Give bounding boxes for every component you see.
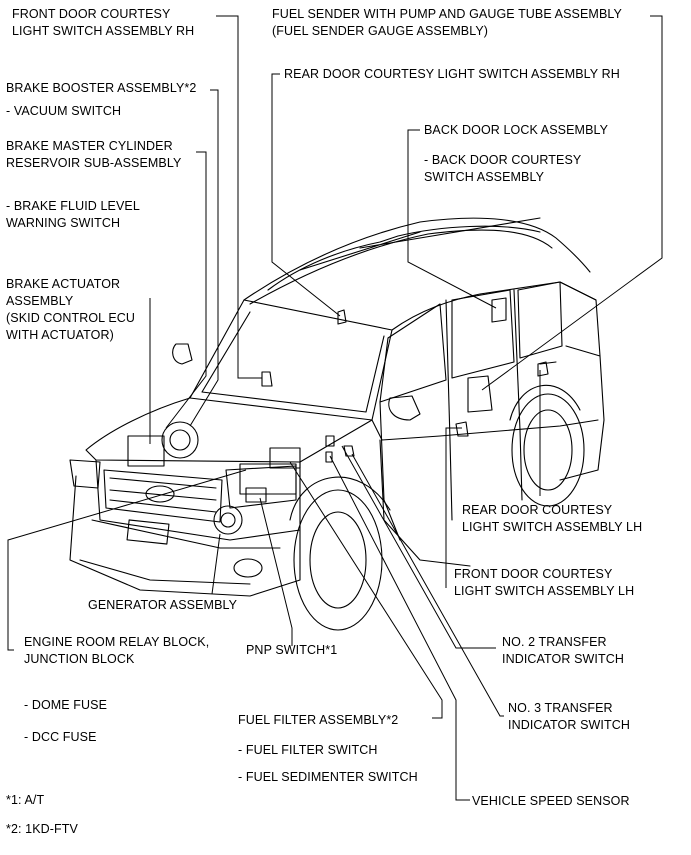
label-generator-assembly: GENERATOR ASSEMBLY (88, 598, 238, 612)
leader-vehicle-speed (329, 455, 470, 801)
label-vacuum-switch: - VACUUM SWITCH (6, 104, 122, 118)
footnote-1: *1: A/T (6, 793, 45, 807)
label-engine-room-relay-block: ENGINE ROOM RELAY BLOCK, JUNCTION BLOCK (24, 635, 210, 666)
vehicle-bumper (69, 475, 301, 597)
leader-rear-door-rh (271, 73, 341, 317)
vehicle-rear-wheel (511, 393, 585, 507)
label-front-door-courtesy-lh: FRONT DOOR COURTESY LIGHT SWITCH ASSEMBL… (454, 567, 635, 598)
leader-no2-transfer (341, 445, 496, 649)
vehicle-grille (103, 469, 223, 523)
label-fuel-sedimenter-switch: - FUEL SEDIMENTER SWITCH (238, 770, 418, 784)
label-back-door-lock-assembly: BACK DOOR LOCK ASSEMBLY (424, 123, 609, 137)
vehicle-windshield (189, 299, 393, 421)
vehicle-mirror-left (388, 395, 421, 421)
label-no3-transfer-switch: NO. 3 TRANSFER INDICATOR SWITCH (508, 701, 630, 732)
label-brake-booster-assembly: BRAKE BOOSTER ASSEMBLY*2 (6, 81, 197, 95)
label-dome-fuse: - DOME FUSE (24, 698, 108, 712)
label-brake-actuator-assembly: BRAKE ACTUATOR ASSEMBLY (SKID CONTROL EC… (6, 277, 136, 342)
leader-front-door-rh (216, 15, 262, 379)
label-rear-door-courtesy-rh: REAR DOOR COURTESY LIGHT SWITCH ASSEMBLY… (284, 67, 620, 81)
brake-booster-shape (161, 421, 199, 459)
label-fuel-filter-switch: - FUEL FILTER SWITCH (238, 743, 378, 757)
label-rear-door-courtesy-lh: REAR DOOR COURTESY LIGHT SWITCH ASSEMBLY… (462, 503, 643, 534)
leader-fuel-filter (289, 461, 443, 719)
leader-pnp-switch (259, 497, 293, 646)
footnote-2: *2: 1KD-FTV (6, 822, 78, 836)
label-pnp-switch: PNP SWITCH*1 (246, 643, 338, 657)
label-front-door-courtesy-rh: FRONT DOOR COURTESY LIGHT SWITCH ASSEMBL… (12, 7, 195, 38)
vehicle-front-window (379, 303, 447, 403)
label-no2-transfer-switch: NO. 2 TRANSFER INDICATOR SWITCH (502, 635, 624, 666)
vehicle-front-wheel (293, 489, 383, 631)
leader-no3-transfer (351, 453, 504, 717)
label-back-door-courtesy-switch: - BACK DOOR COURTESY SWITCH ASSEMBLY (424, 153, 582, 184)
vehicle-roof (243, 217, 591, 301)
leader-back-door (407, 129, 497, 309)
brake-actuator-shape (127, 435, 165, 467)
leader-fuel-sender (481, 15, 663, 391)
leader-master-cylinder (165, 151, 207, 429)
vehicle-mirror-right (172, 343, 193, 365)
label-fuel-sender-assembly: FUEL SENDER WITH PUMP AND GAUGE TUBE ASS… (272, 7, 622, 38)
leader-generator (211, 533, 221, 595)
label-brake-fluid-level-switch: - BRAKE FLUID LEVEL WARNING SWITCH (6, 199, 140, 230)
vehicle-rear-window (451, 289, 515, 379)
leader-brake-booster (189, 89, 219, 427)
label-vehicle-speed-sensor: VEHICLE SPEED SENSOR (472, 794, 630, 808)
leader-front-door-lh (445, 427, 462, 588)
leader-relay-block (7, 469, 247, 651)
label-fuel-filter-assembly: FUEL FILTER ASSEMBLY*2 (238, 713, 399, 727)
label-brake-master-cylinder: BRAKE MASTER CYLINDER RESERVOIR SUB-ASSE… (6, 139, 182, 170)
label-dcc-fuse: - DCC FUSE (24, 730, 97, 744)
vehicle-hood (85, 397, 373, 463)
generator-shape (213, 505, 243, 535)
